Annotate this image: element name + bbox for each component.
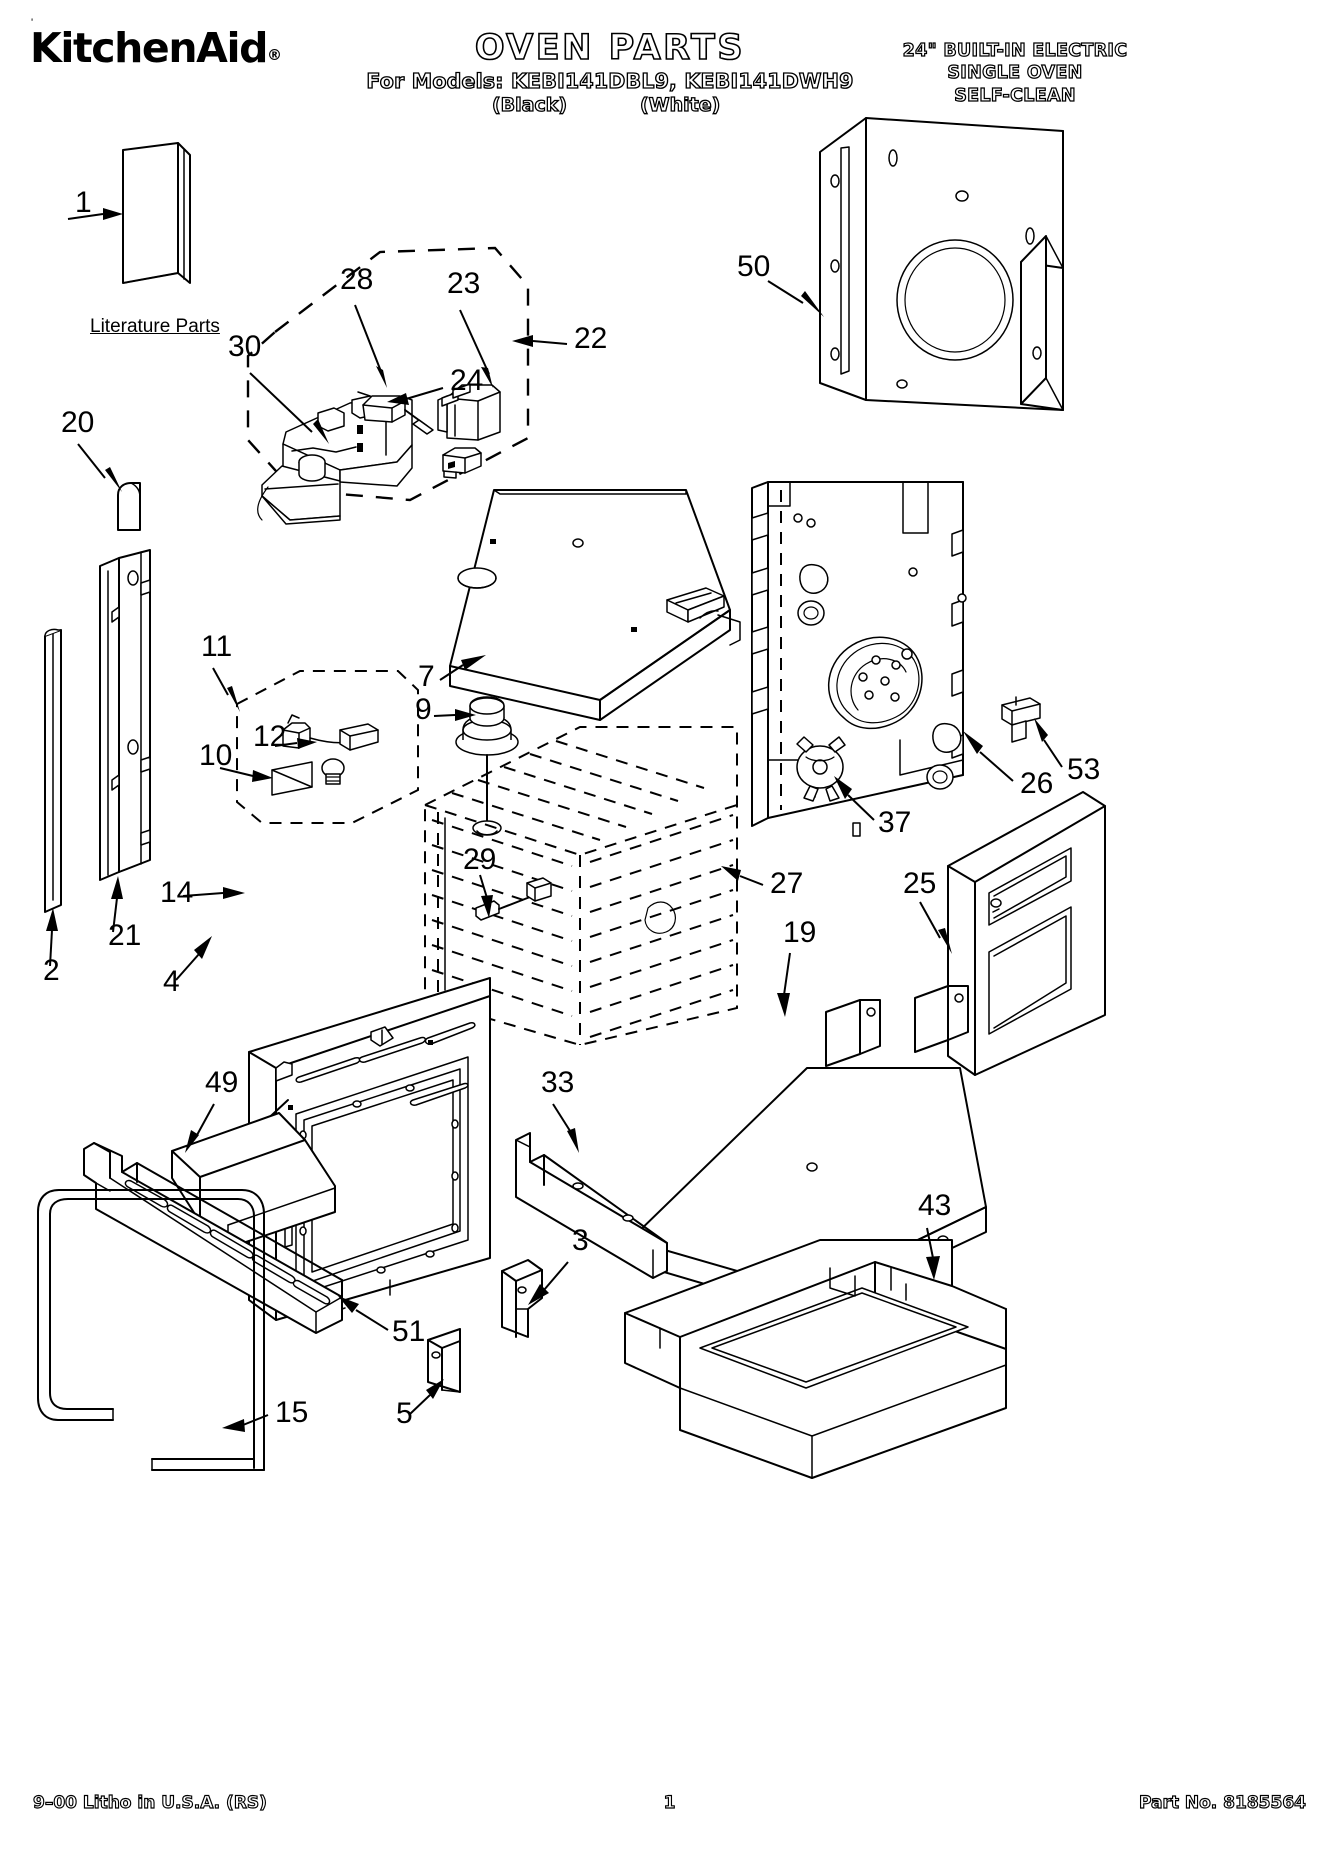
callout-number-25: 25 bbox=[903, 867, 936, 900]
literature-parts-label: Literature Parts bbox=[90, 316, 220, 337]
callout-number-3: 3 bbox=[572, 1224, 589, 1257]
callout-number-15: 15 bbox=[275, 1396, 308, 1429]
callout-number-27: 27 bbox=[770, 867, 803, 900]
callout-number-4: 4 bbox=[163, 965, 180, 998]
callout-number-53: 53 bbox=[1067, 753, 1100, 786]
spec-block: 24" BUILT-IN ELECTRIC SINGLE OVEN SELF-C… bbox=[835, 40, 1195, 107]
callout-number-51: 51 bbox=[392, 1315, 425, 1348]
footer-page-number: 1 bbox=[663, 1792, 676, 1813]
callout-number-49: 49 bbox=[205, 1066, 238, 1099]
spec-line-2: SINGLE OVEN bbox=[947, 63, 1083, 84]
callout-number-11: 11 bbox=[201, 630, 232, 663]
spec-line-3: SELF-CLEAN bbox=[954, 85, 1076, 106]
part-25-outer-side-panel bbox=[947, 791, 1106, 1076]
part-12-bulb bbox=[321, 758, 345, 785]
callout-number-28: 28 bbox=[340, 263, 373, 296]
callout-number-21: 21 bbox=[108, 919, 141, 952]
part-24-terminal-block bbox=[442, 447, 482, 479]
page-header: ' KitchenAid® OVEN PARTS For Models: KEB… bbox=[0, 0, 1339, 122]
callout-number-2: 2 bbox=[43, 954, 60, 987]
variant-row: (Black) (White) bbox=[300, 94, 920, 118]
kitchenaid-logo: KitchenAid® bbox=[30, 28, 282, 69]
variant-black: (Black) bbox=[491, 94, 568, 117]
callout-number-37: 37 bbox=[878, 806, 911, 839]
callout-number-10: 10 bbox=[199, 739, 232, 772]
part-27-oven-cavity bbox=[424, 726, 738, 1047]
part-2-side-trim-rod bbox=[44, 628, 62, 913]
callout-number-29: 29 bbox=[463, 843, 496, 876]
part-10-lamp-lens bbox=[271, 761, 313, 796]
callout-number-43: 43 bbox=[918, 1189, 951, 1222]
part-33-support-channel bbox=[515, 1132, 668, 1279]
part-15-door-gasket bbox=[37, 1189, 265, 1471]
page-title: OVEN PARTS bbox=[474, 28, 746, 68]
callout-number-5: 5 bbox=[396, 1397, 413, 1430]
page-footer: 9–00 Litho in U.S.A. (RS) 1 Part No. 818… bbox=[0, 1792, 1339, 1823]
callout-number-26: 26 bbox=[1020, 767, 1053, 800]
part-23-relay bbox=[437, 383, 501, 441]
spec-line-1: 24" BUILT-IN ELECTRIC bbox=[902, 40, 1128, 61]
callout-number-1: 1 bbox=[75, 186, 92, 219]
part-9-temperature-sensor bbox=[455, 696, 519, 836]
part-37-fan-blade bbox=[796, 736, 846, 802]
part-26-blower-mount-panel bbox=[751, 481, 967, 837]
part-12-lamp-socket bbox=[282, 714, 379, 751]
part-53-clip-bracket bbox=[1001, 696, 1041, 743]
callout-number-19: 19 bbox=[783, 916, 816, 949]
title-block: OVEN PARTS For Models: KEBI141DBL9, KEBI… bbox=[300, 28, 920, 118]
part-20-end-cap bbox=[117, 482, 141, 531]
part-29-bake-element-bracket bbox=[475, 877, 552, 921]
corner-tick-mark: ' bbox=[31, 17, 34, 29]
part-43-base-pan bbox=[624, 1239, 1007, 1479]
models-line: For Models: KEBI141DBL9, KEBI141DWH9 bbox=[366, 68, 854, 93]
part-7-top-panel bbox=[449, 489, 741, 721]
callout-number-9: 9 bbox=[415, 693, 432, 726]
variant-white: (White) bbox=[639, 94, 721, 117]
callout-number-50: 50 bbox=[737, 250, 770, 283]
brand-name: KitchenAid bbox=[30, 24, 268, 72]
callout-number-23: 23 bbox=[447, 267, 480, 300]
part-1-literature bbox=[122, 142, 191, 284]
footer-part-number: Part No. 8185564 bbox=[1138, 1792, 1306, 1813]
callout-number-30: 30 bbox=[228, 330, 261, 363]
callout-number-33: 33 bbox=[541, 1066, 574, 1099]
part-21-side-rail bbox=[99, 549, 151, 881]
part-11-lamp-assembly-group bbox=[236, 670, 419, 824]
callout-number-20: 20 bbox=[61, 406, 94, 439]
callout-number-14: 14 bbox=[160, 876, 193, 909]
callout-number-24: 24 bbox=[450, 364, 483, 397]
callout-leaders bbox=[46, 208, 1063, 1432]
callout-number-12: 12 bbox=[253, 720, 286, 753]
part-5-corner-gusset bbox=[427, 1328, 461, 1393]
registered-mark-icon: ® bbox=[267, 46, 282, 64]
callout-number-7: 7 bbox=[418, 660, 435, 693]
footer-litho-info: 9–00 Litho in U.S.A. (RS) bbox=[32, 1792, 267, 1813]
callout-number-22: 22 bbox=[574, 322, 607, 355]
part-3-angle-bracket bbox=[501, 1259, 543, 1338]
part-50-rear-panel bbox=[819, 117, 1064, 411]
part-28-oven-switch bbox=[357, 391, 434, 435]
